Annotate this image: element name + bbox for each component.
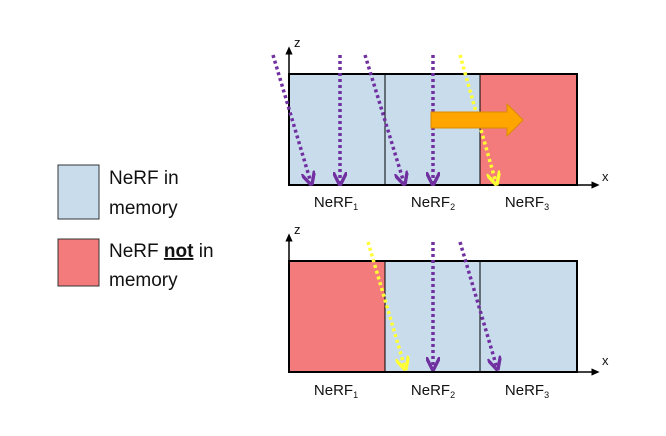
legend-not-text-before: NeRF <box>109 241 164 262</box>
legend-in-memory-line1: NeRF in <box>109 168 179 189</box>
top-cell-1-subscript: 1 <box>353 202 358 212</box>
top-cell-2-name: NeRF <box>411 194 450 211</box>
bottom-ray-3 <box>458 241 497 368</box>
legend: NeRF in memory NeRF not in memory <box>57 164 214 291</box>
bottom-cell-3-name: NeRF <box>505 382 544 399</box>
bottom-z-axis-label: z <box>294 222 301 237</box>
legend-swatch-not-in-memory <box>57 238 100 287</box>
top-z-axis-label: z <box>294 35 301 50</box>
top-panel: z x NeRF1 NeRF2 NeRF3 <box>271 35 609 212</box>
top-cell-3 <box>480 74 577 185</box>
bottom-cell-1 <box>289 261 385 372</box>
top-cell-2-label: NeRF2 <box>411 194 455 212</box>
top-cell-3-name: NeRF <box>505 194 544 211</box>
bottom-cell-1-name: NeRF <box>314 382 353 399</box>
bottom-cell-1-subscript: 1 <box>353 390 358 400</box>
bottom-cell-3-subscript: 3 <box>544 390 549 400</box>
legend-not-text-after: in <box>193 241 213 262</box>
top-cell-3-label: NeRF3 <box>505 194 549 212</box>
top-ray-3 <box>363 54 404 183</box>
bottom-ray-1-yellow <box>366 241 405 368</box>
legend-not-in-memory-line1: NeRF not in <box>109 241 214 262</box>
top-transition-arrow <box>430 102 524 138</box>
bottom-cell-2-subscript: 2 <box>450 390 455 400</box>
legend-not-in-memory-line2: memory <box>109 270 178 291</box>
bottom-cell-3 <box>480 261 577 372</box>
bottom-cell-1-label: NeRF1 <box>314 382 358 400</box>
legend-swatch-in-memory <box>57 164 100 220</box>
bottom-cell-2-name: NeRF <box>411 382 450 399</box>
legend-in-memory-line2: memory <box>109 198 178 219</box>
top-cell-1 <box>289 74 385 185</box>
bottom-cell-3-label: NeRF3 <box>505 382 549 400</box>
bottom-panel: z x NeRF1 NeRF2 NeRF3 <box>285 222 609 400</box>
legend-not-emphasis: not <box>164 241 194 262</box>
top-cell-2-subscript: 2 <box>450 202 455 212</box>
top-cell-1-label: NeRF1 <box>314 194 358 212</box>
top-cell-1-name: NeRF <box>314 194 353 211</box>
top-ray-1 <box>271 54 311 183</box>
top-x-axis-label: x <box>602 169 609 184</box>
top-cell-3-subscript: 3 <box>544 202 549 212</box>
bottom-x-axis-label: x <box>602 353 609 368</box>
bottom-cell-2-label: NeRF2 <box>411 382 455 400</box>
